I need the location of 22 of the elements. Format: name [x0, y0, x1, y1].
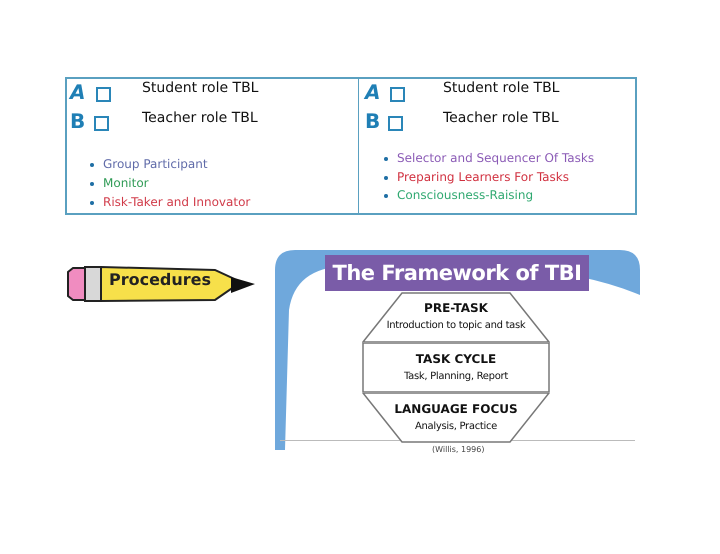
option-letter: A [365, 80, 380, 104]
option-letter: B [70, 109, 86, 133]
option-letter: A [70, 80, 86, 104]
option-text: Student role TBL [443, 80, 560, 96]
option-text: Student role TBL [142, 80, 258, 96]
section-heading: LANGUAGE FOCUS [393, 402, 519, 416]
list-item: Consciousness-Raising [397, 188, 534, 202]
option-text: Teacher role TBL [142, 110, 258, 126]
list-item: Risk-Taker and Innovator [103, 195, 250, 209]
section-text: Introduction to topic and task [386, 320, 526, 331]
list-item: Monitor [103, 176, 149, 190]
section-heading: PRE-TASK [423, 301, 489, 315]
title-banner: The Framework of TBI [325, 255, 589, 291]
list-item: Group Participant [103, 157, 208, 171]
section-text: Task, Planning, Report [403, 371, 509, 382]
list-item: Preparing Learners For Tasks [397, 170, 569, 184]
section-text: Analysis, Practice [414, 421, 498, 432]
section-heading: TASK CYCLE [414, 352, 498, 366]
list-item: Selector and Sequencer Of Tasks [397, 151, 594, 165]
option-letter: B [365, 109, 380, 133]
option-text: Teacher role TBL [443, 110, 559, 126]
pencil-label: Procedures [108, 270, 212, 289]
